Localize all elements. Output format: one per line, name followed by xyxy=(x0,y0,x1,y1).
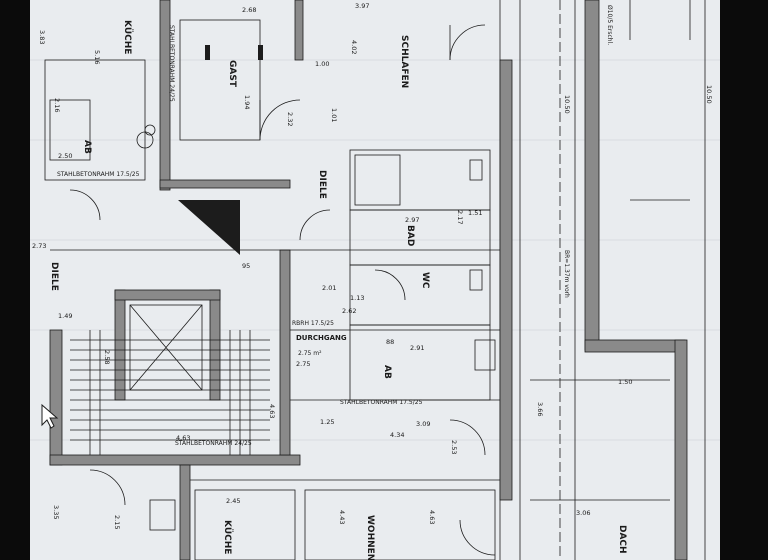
floor-plan-sheet: KÜCHE GAST SCHLAFEN DIELE DIELE BAD WC A… xyxy=(30,0,720,560)
dim-label: 10.50 xyxy=(563,95,571,114)
dim-label: 4.63 xyxy=(428,510,436,524)
room-label-kueche-bottom: KÜCHE xyxy=(222,520,233,554)
dim-label: 2.45 xyxy=(226,497,240,505)
dim-label: 2.58 xyxy=(103,350,111,364)
note-stahlbetonrahm-low: STAHLBETONRAHM 24/25 xyxy=(175,440,252,447)
dim-label: 1.49 xyxy=(58,312,72,320)
dim-label: 4.43 xyxy=(338,510,346,524)
durchgang-area: 2.75 m² xyxy=(298,350,322,357)
room-label-ab: AB xyxy=(382,365,392,379)
room-label-durchgang: DURCHGANG xyxy=(296,334,347,342)
room-label-dach: DACH xyxy=(617,525,627,554)
dim-label: 2.01 xyxy=(322,284,336,292)
dim-label: 3.83 xyxy=(38,30,46,44)
dim-label: 95 xyxy=(242,262,250,270)
note-top-right: Ø10/5 Erschl. xyxy=(606,5,613,45)
note-stahlbetonrahm-top: STAHLBETONRAHM 24/25 xyxy=(168,25,175,102)
room-label-bad: BAD xyxy=(405,225,415,246)
dim-label: 4.34 xyxy=(390,431,404,439)
note-stahlbetonrahm-left: STAHLBETONRAHM 17.5/25 xyxy=(57,171,140,178)
dim-label: 2.68 xyxy=(242,6,256,14)
dim-label: 2.97 xyxy=(405,216,419,224)
dim-label: 2.91 xyxy=(410,344,424,352)
dim-label: 1.51 xyxy=(468,209,482,217)
dim-label: 88 xyxy=(386,338,394,346)
interior-lines xyxy=(44,19,670,560)
door-swings xyxy=(69,24,496,556)
room-label-schlafen: SCHLAFEN xyxy=(399,35,409,88)
dim-label: 4.63 xyxy=(176,434,190,442)
dim-label: 2.16 xyxy=(53,98,61,112)
room-label-wc: WC xyxy=(420,272,430,289)
dim-label: 1.00 xyxy=(315,60,329,68)
dim-label: 2.62 xyxy=(342,307,356,315)
room-label-kueche-top: KÜCHE xyxy=(122,20,133,54)
dim-label: 4.63 xyxy=(268,404,276,418)
dim-label: 2.15 xyxy=(113,515,121,529)
note-rbrh: RBRH 17.5/25 xyxy=(292,320,334,327)
room-label-ab-top: AB xyxy=(82,140,92,154)
walls xyxy=(49,0,688,560)
room-label-wohnen: WOHNEN/E xyxy=(365,515,375,560)
dim-label: 2.75 xyxy=(296,360,310,368)
dim-label: 2.32 xyxy=(286,112,294,126)
note-stahlbetonrahm-mid: STAHLBETONRAHM 17.5/25 xyxy=(340,399,423,406)
dim-label: 1.94 xyxy=(243,95,251,109)
dim-label: 4.02 xyxy=(350,40,358,54)
dim-label: 3.97 xyxy=(355,2,369,10)
dim-label: 2.50 xyxy=(58,152,72,160)
dim-label: 10.50 xyxy=(705,85,713,104)
dim-label: 1.13 xyxy=(350,294,364,302)
dim-label: 5.16 xyxy=(93,50,101,64)
floor-plan-drawing: KÜCHE GAST SCHLAFEN DIELE DIELE BAD WC A… xyxy=(30,0,720,560)
room-label-diele-left: DIELE xyxy=(49,262,59,291)
right-dimension-lines xyxy=(499,0,706,560)
dim-label: 3.66 xyxy=(536,402,544,416)
room-label-diele-top: DIELE xyxy=(317,170,327,199)
dim-label: 3.09 xyxy=(416,420,430,428)
dim-label: 1.25 xyxy=(320,418,334,426)
section-ticks xyxy=(629,0,691,201)
note-br: BR=1.37m vorh xyxy=(563,250,570,298)
shaft-hatch xyxy=(178,45,263,255)
dim-label: 2.53 xyxy=(450,440,458,454)
mouse-cursor-icon xyxy=(41,403,59,429)
dim-label: 1.01 xyxy=(330,108,338,122)
dim-label: 3.06 xyxy=(576,509,590,517)
room-label-gast: GAST xyxy=(227,60,237,88)
dim-label: 3.35 xyxy=(52,505,60,519)
dim-label: 1.50 xyxy=(618,378,632,386)
fixtures xyxy=(136,124,496,531)
dim-label: 2.17 xyxy=(456,210,464,224)
dim-label: 2.73 xyxy=(32,242,46,250)
